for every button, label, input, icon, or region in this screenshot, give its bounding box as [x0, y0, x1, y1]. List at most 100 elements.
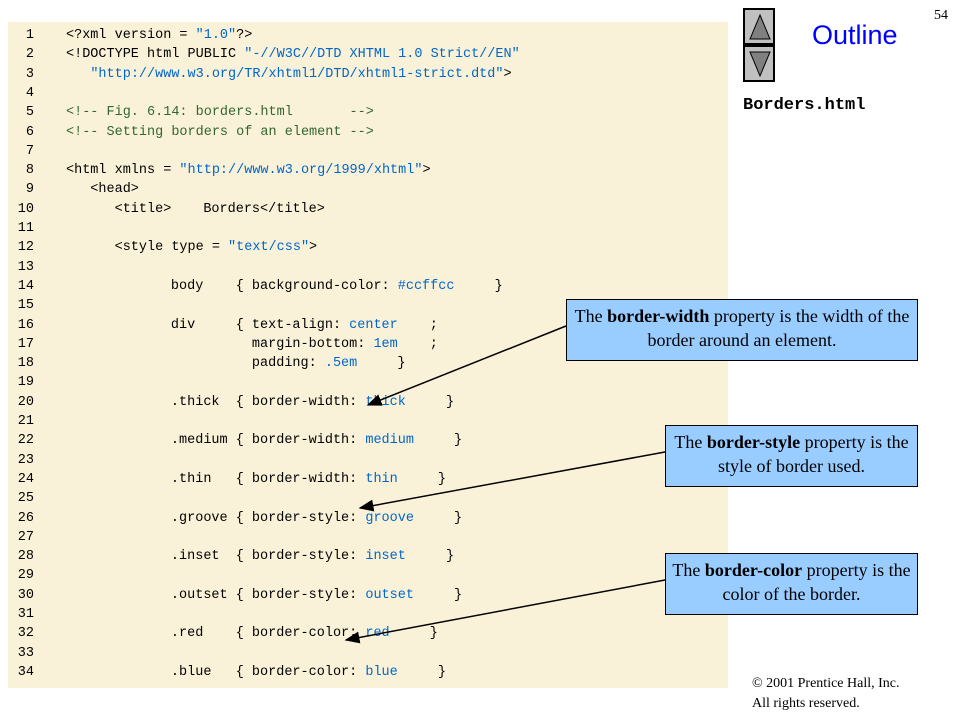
- code-token: }: [445, 587, 463, 603]
- copyright-line-1: © 2001 Prentice Hall, Inc.: [752, 676, 900, 691]
- callout-text: property is the width of the border arou…: [647, 306, 910, 350]
- line-number: 23: [17, 452, 34, 468]
- code-line: 26 .groove { border-style: groove }: [8, 509, 462, 528]
- code-text: .thin { border-width: thin }: [34, 472, 446, 487]
- line-number: 11: [17, 221, 34, 236]
- code-line: 25: [8, 489, 66, 508]
- code-line: 23: [8, 451, 66, 470]
- line-number: 8: [25, 163, 34, 179]
- copyright-line-2: All rights reserved.: [752, 696, 860, 711]
- code-token: "http://www.w3.org/TR/xhtml1/DTD/xhtml1-…: [90, 66, 504, 82]
- line-number: 34: [17, 664, 34, 680]
- callout-text: property is the color of the border.: [722, 560, 911, 604]
- code-line: 31: [8, 605, 66, 624]
- code-line: 5<!-- Fig. 6.14: borders.html -->: [8, 103, 374, 122]
- file-name: Borders.html: [743, 96, 866, 115]
- code-token: }: [486, 278, 503, 294]
- line-number: 9: [25, 182, 34, 198]
- line-number: 33: [17, 645, 34, 661]
- code-text: <title>Borders</title>: [34, 202, 325, 217]
- code-text: <head>: [34, 182, 139, 197]
- line-number: 27: [17, 529, 34, 545]
- line-number: 22: [17, 433, 34, 449]
- code-text: <style type = "text/css">: [34, 240, 318, 256]
- code-line: 2<!DOCTYPE html PUBLIC "-//W3C//DTD XHTM…: [8, 45, 520, 64]
- line-number: 31: [17, 607, 34, 622]
- code-token: .red { border-color:: [98, 626, 366, 642]
- code-token: padding:: [98, 356, 325, 372]
- line-number: 24: [17, 471, 34, 487]
- code-text: .groove { border-style: groove }: [34, 511, 462, 526]
- code-text: <!-- Setting borders of an element -->: [34, 125, 374, 140]
- code-line: 24 .thin { border-width: thin }: [8, 470, 446, 489]
- line-number: 20: [17, 394, 34, 410]
- code-line: 14 body { background-color: #ccffcc }: [8, 277, 503, 296]
- line-number: 12: [17, 240, 34, 256]
- code-text: "http://www.w3.org/TR/xhtml1/DTD/xhtml1-…: [34, 66, 511, 82]
- code-token: ;: [429, 336, 438, 352]
- code-token: ;: [429, 317, 438, 333]
- code-line: 4: [8, 84, 66, 103]
- code-token: "text/css": [228, 240, 310, 256]
- outline-title: Outline: [812, 20, 898, 50]
- line-number: 13: [17, 259, 34, 275]
- code-token: }: [429, 471, 446, 487]
- code-line: 11: [8, 219, 66, 238]
- code-line: 9 <head>: [8, 180, 139, 199]
- previous-slide-button[interactable]: [743, 8, 775, 45]
- code-text: div { text-align: center;: [34, 318, 438, 333]
- code-token: inset: [365, 549, 406, 565]
- arrow-border-width: [366, 325, 567, 406]
- line-number: 19: [17, 375, 34, 391]
- code-token: thin: [365, 471, 398, 487]
- line-number: 26: [17, 510, 34, 526]
- copyright: © 2001 Prentice Hall, Inc. All rights re…: [752, 674, 900, 714]
- code-line: 8<html xmlns = "http://www.w3.org/1999/x…: [8, 161, 431, 180]
- code-token: </title>: [260, 201, 325, 217]
- next-slide-button[interactable]: [743, 45, 775, 82]
- code-text: .medium { border-width: medium }: [34, 433, 462, 448]
- code-token: margin-bottom:: [98, 336, 374, 352]
- line-number: 6: [25, 124, 34, 140]
- down-triangle-icon: [749, 51, 771, 78]
- line-number: 16: [17, 317, 34, 333]
- line-number: 4: [25, 85, 34, 101]
- code-line: 21: [8, 412, 66, 431]
- code-token: }: [389, 356, 406, 372]
- code-text: .thick { border-width: thick }: [34, 395, 454, 410]
- code-token: >: [422, 163, 431, 179]
- code-token: }: [429, 664, 446, 680]
- code-line: 12 <style type = "text/css">: [8, 238, 317, 257]
- code-line: 22 .medium { border-width: medium }: [8, 431, 462, 450]
- callout-border-color: The border-color property is the color o…: [665, 553, 918, 615]
- line-number: 1: [25, 28, 34, 43]
- callout-property-name: border-color: [704, 560, 803, 580]
- code-token: <html xmlns =: [66, 163, 180, 179]
- code-line: 28 .inset { border-style: inset }: [8, 547, 454, 566]
- code-token: }: [437, 394, 455, 410]
- line-number: 17: [17, 336, 34, 352]
- code-line: 13: [8, 258, 66, 277]
- code-token: .blue { border-color:: [98, 664, 366, 680]
- code-text: .blue { border-color: blue }: [34, 665, 446, 680]
- code-text: body { background-color: #ccffcc }: [34, 279, 503, 294]
- code-line: 27: [8, 528, 66, 547]
- callout-text: The: [674, 432, 707, 452]
- code-text: <html xmlns = "http://www.w3.org/1999/xh…: [34, 163, 431, 178]
- line-number: 30: [17, 587, 34, 603]
- code-token: outset: [365, 587, 414, 603]
- code-text: <?xml version = "1.0"?>: [34, 28, 252, 43]
- line-number: 3: [25, 66, 34, 82]
- code-token: .5em: [324, 356, 358, 372]
- callout-property-name: border-style: [706, 432, 801, 452]
- code-token: center: [349, 317, 398, 333]
- code-token: medium: [365, 433, 414, 449]
- code-line: 15: [8, 296, 66, 315]
- code-text: margin-bottom: 1em;: [34, 337, 438, 352]
- code-line: 1<?xml version = "1.0"?>: [8, 26, 252, 45]
- line-number: 7: [25, 143, 34, 159]
- code-token: }: [437, 549, 455, 565]
- code-line: 33: [8, 644, 66, 663]
- code-token: .medium { border-width:: [98, 433, 366, 449]
